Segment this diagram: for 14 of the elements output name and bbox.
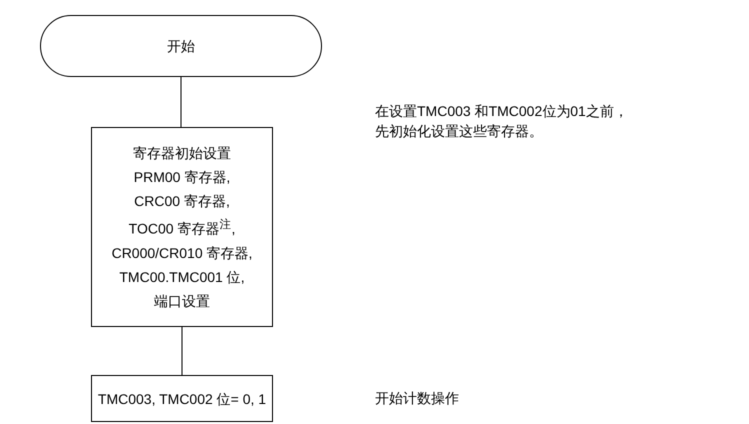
note-text: 开始计数操作 xyxy=(375,389,460,408)
node-text: TOC00 寄存器$^{注}$, xyxy=(128,217,236,239)
node-text: CR000/CR010 寄存器, xyxy=(112,244,252,263)
node-text: 端口设置 xyxy=(154,292,210,311)
node-text: CRC00 寄存器, xyxy=(134,192,230,212)
note-text: 在设置TMC003 和TMC002位为01之前，先初始化设置这些寄存器。 xyxy=(375,102,629,141)
connector-line xyxy=(180,76,182,128)
node-text: TMC003, TMC002 位= 0, 1 xyxy=(98,390,266,408)
node-text: 开始 xyxy=(167,37,195,56)
node-text: PRM00 寄存器, xyxy=(134,168,230,188)
node-text: 寄存器初始设置 xyxy=(133,144,231,164)
process-box xyxy=(91,127,273,327)
process-box xyxy=(91,375,273,422)
node-text: TMC00.TMC001 位, xyxy=(119,268,245,287)
